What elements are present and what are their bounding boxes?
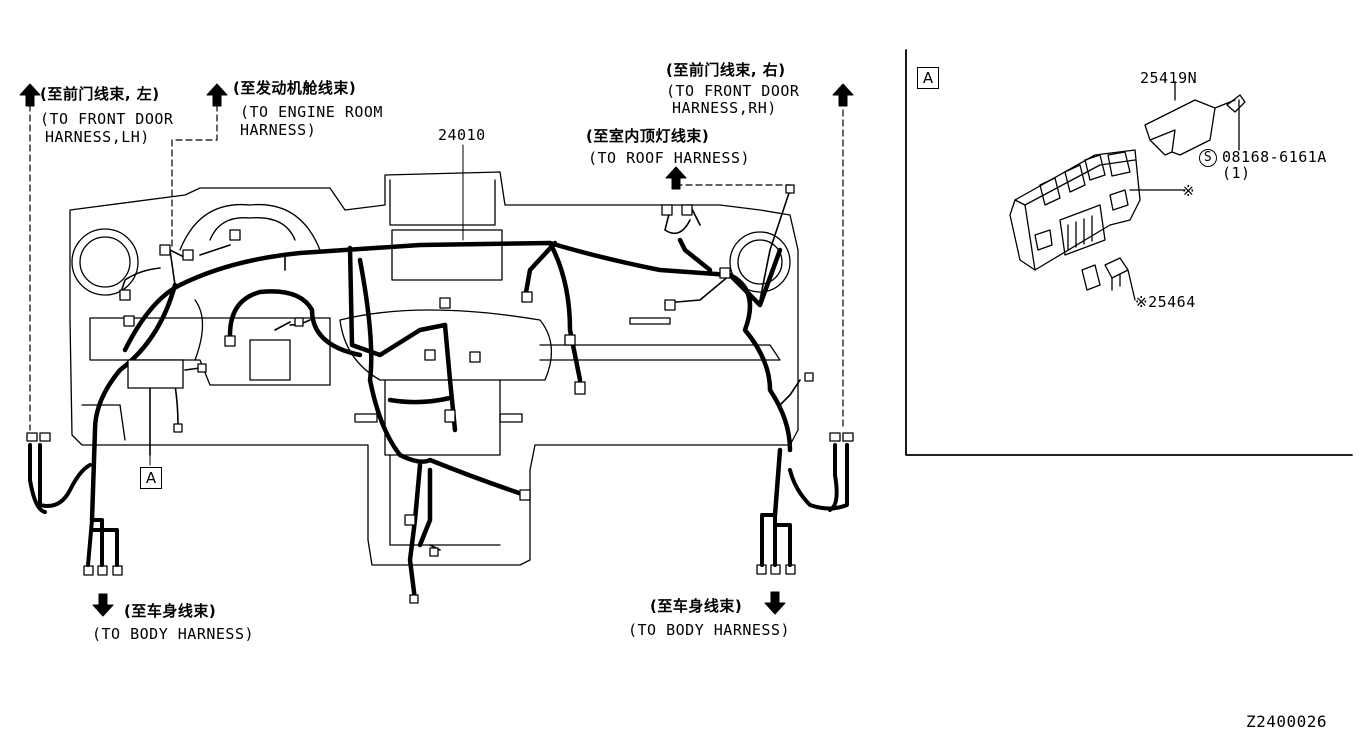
detail-frame — [905, 49, 1353, 456]
dashed-guides — [29, 99, 844, 431]
instrument-panel-outline — [69, 171, 799, 566]
front-door-lh-label-en-1: (TO FRONT DOOR — [40, 110, 174, 128]
fuse-block-marker: ※ — [1182, 182, 1196, 200]
callout-a-main: A — [140, 467, 162, 489]
leader-lines — [149, 144, 464, 466]
body-left-label-cn: (至车身线束) — [124, 602, 217, 620]
body-right-label-cn: (至车身线束) — [650, 597, 743, 615]
bolt-part-number: 08168-6161A — [1222, 148, 1327, 166]
front-door-rh-label-en-2: HARNESS,RH) — [672, 99, 777, 117]
body-left-label-en: (TO BODY HARNESS) — [92, 625, 255, 643]
drawing-code: Z2400026 — [1246, 712, 1328, 731]
roof-label-cn: (至室内顶灯线束) — [586, 127, 710, 145]
body-right-label-en: (TO BODY HARNESS) — [628, 621, 791, 639]
connectors — [26, 184, 854, 604]
arrows — [19, 83, 854, 617]
harness-part-number: 24010 — [438, 126, 486, 144]
main-harness — [89, 237, 793, 603]
engine-room-label-en-2: HARNESS) — [240, 121, 317, 139]
bolt-symbol: S — [1199, 149, 1217, 167]
front-door-lh-label-en-2: HARNESS,LH) — [45, 128, 150, 146]
bracket-part-number: 25419N — [1140, 69, 1198, 87]
engine-room-label-en-1: (TO ENGINE ROOM — [240, 103, 383, 121]
fuse-block-detail — [1009, 81, 1246, 301]
roof-label-en: (TO ROOF HARNESS) — [588, 149, 751, 167]
body-harness-leads — [28, 443, 849, 567]
callout-a-detail: A — [917, 67, 939, 89]
front-door-rh-label-en-1: (TO FRONT DOOR — [666, 82, 800, 100]
front-door-rh-label-cn: (至前门线束, 右) — [666, 61, 786, 79]
bolt-quantity: (1) — [1222, 164, 1251, 182]
relay-part-number: ※25464 — [1135, 293, 1196, 311]
engine-room-label-cn: (至发动机舱线束) — [233, 79, 357, 97]
front-door-lh-label-cn: (至前门线束, 左) — [40, 85, 160, 103]
